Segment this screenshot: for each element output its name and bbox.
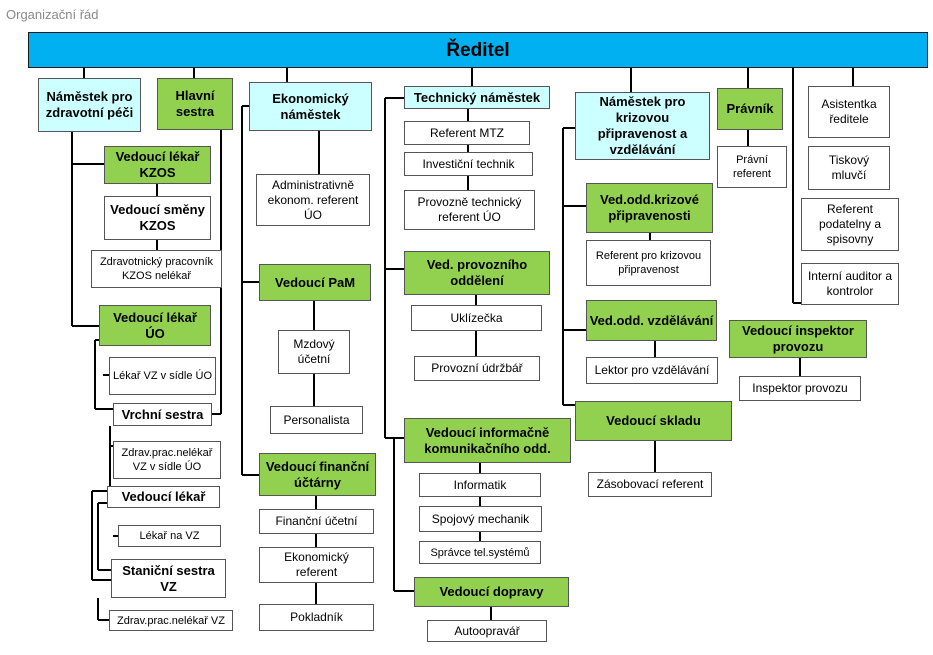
node-reditel: Ředitel [28, 32, 928, 68]
node-zdrav-prac-vz-uo: Zdrav.prac.nelékař VZ v sídle ÚO [113, 441, 221, 479]
node-namestek-krizova: Náměstek pro krizovou připravenost a vzd… [575, 92, 710, 160]
node-informatik: Informatik [419, 473, 541, 497]
node-autoopravar: Autoopravář [427, 620, 547, 642]
node-provozni-udrzbar: Provozní údržbář [414, 356, 540, 381]
node-referent-krizova: Referent pro krizovou připravenost [586, 240, 711, 286]
node-provozne-technicky-referent: Provozně technický referent ÚO [404, 190, 535, 230]
node-vedouci-pam: Vedoucí PaM [259, 264, 371, 301]
node-inspektor-provozu: Inspektor provozu [739, 376, 861, 401]
node-ekonomicky-referent: Ekonomický referent [259, 547, 374, 583]
node-mzdovy-ucetni: Mzdový účetní [278, 330, 350, 374]
node-lektor: Lektor pro vzdělávání [586, 357, 718, 384]
node-uklizecka: Uklízečka [411, 305, 542, 331]
node-ved-odd-krizove: Ved.odd.krizové připravenosti [586, 183, 713, 233]
node-spravce-tel-systemu: Správce tel.systémů [419, 541, 541, 564]
node-zasobovaci-referent: Zásobovací referent [588, 472, 712, 497]
node-ved-provozniho-oddeleni: Ved. provozního oddělení [404, 251, 550, 295]
node-ved-odd-vzdelavani: Ved.odd. vzdělávání [586, 300, 717, 341]
node-zdravotnicky-pracovnik-kzos: Zdravotnický pracovník KZOS nelékař [91, 250, 222, 288]
page-title: Organizační řád [6, 7, 99, 22]
node-technicky-namestek: Technický náměstek [404, 86, 550, 109]
node-financni-ucetni: Finanční účetní [259, 509, 374, 534]
node-asistentka: Asistentka ředitele [808, 86, 890, 138]
node-administrativne-ekonom-referent: Administrativně ekonom. referent ÚO [256, 174, 370, 226]
node-interni-auditor: Interní auditor a kontrolor [801, 263, 899, 305]
node-lekar-na-vz: Lékař na VZ [118, 525, 221, 547]
node-investicni-technik: Investiční technik [404, 152, 533, 176]
node-ekonomicky-namestek: Ekonomický náměstek [249, 82, 372, 131]
node-pravnik: Právník [717, 88, 783, 130]
node-vedouci-ikt: Vedoucí informačně komunikačního odd. [404, 418, 571, 463]
node-vrchni-sestra: Vrchní sestra [113, 403, 212, 426]
node-vedouci-lekar-uo: Vedoucí lékař ÚO [99, 305, 211, 346]
node-vedouci-lekar-kzos: Vedoucí lékař KZOS [104, 146, 211, 184]
node-vedouci-dopravy: Vedoucí dopravy [414, 577, 569, 607]
node-referent-podatelny: Referent podatelny a spisovny [801, 198, 899, 251]
node-vedouci-smeny-kzos: Vedoucí směny KZOS [104, 196, 211, 240]
node-vedouci-inspektor: Vedoucí inspektor provozu [729, 320, 867, 358]
node-lekar-vz-uo: Lékař VZ v sídle ÚO [109, 357, 216, 395]
node-vedouci-skladu: Vedoucí skladu [575, 401, 732, 441]
node-tiskovy-mluvci: Tiskový mluvčí [808, 146, 890, 190]
node-spojovy-mechanik: Spojový mechanik [419, 506, 542, 532]
node-personalista: Personalista [270, 406, 363, 434]
node-vedouci-lekar: Vedoucí lékař [107, 486, 220, 508]
node-zdrav-prac-vz: Zdrav.prac.nelékař VZ [109, 610, 233, 631]
node-hlavni-sestra: Hlavní sestra [157, 78, 233, 130]
node-pravni-referent: Právní referent [717, 146, 787, 188]
node-stanicni-sestra: Staniční sestra VZ [111, 559, 226, 598]
node-namestek-zdravotni-pece: Náměstek pro zdravotní péči [38, 78, 141, 132]
node-pokladnik: Pokladník [259, 604, 374, 631]
node-vedouci-financni-uctarny: Vedoucí finanční účtárny [259, 453, 376, 496]
node-referent-mtz: Referent MTZ [404, 121, 530, 145]
